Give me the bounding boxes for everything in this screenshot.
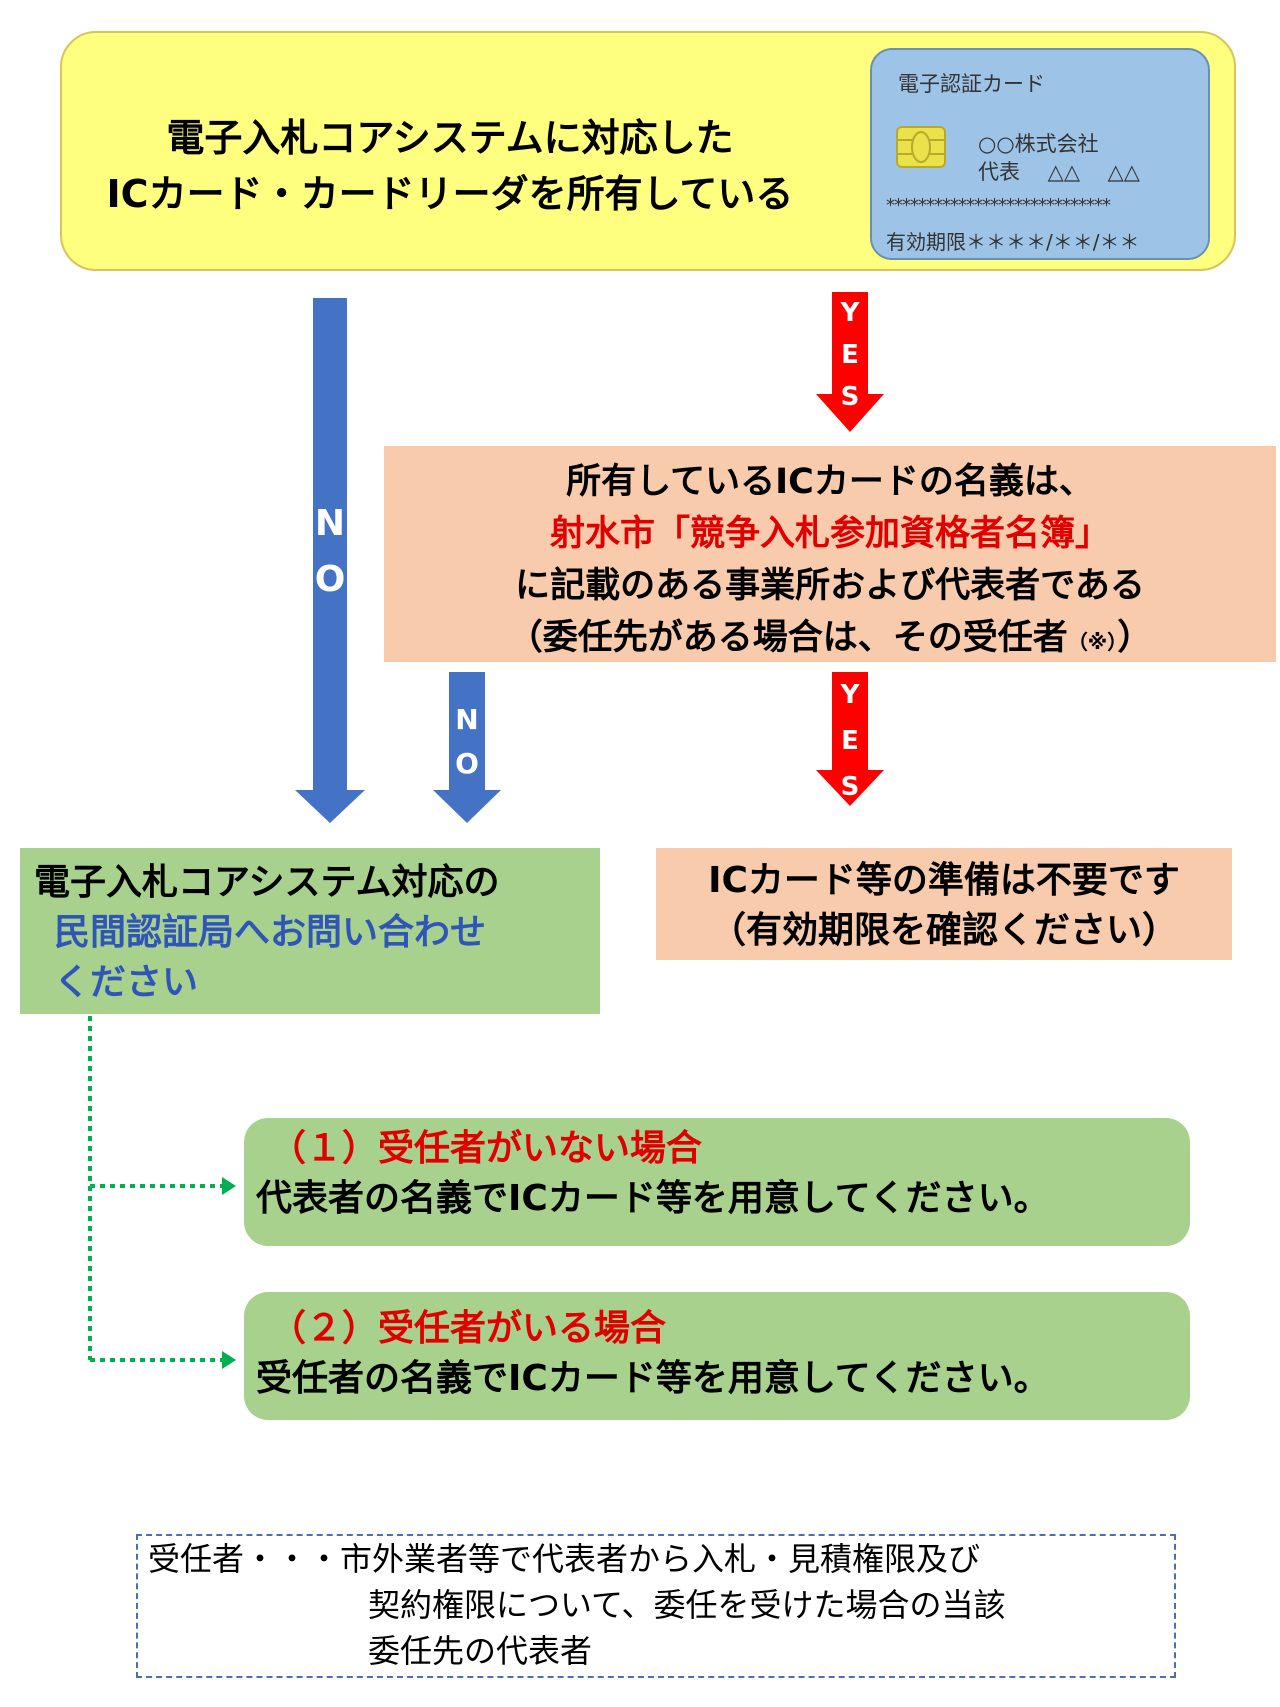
footnote-box (136, 1534, 1176, 1678)
cert-line-1: 電子入札コアシステム対応の (34, 862, 500, 903)
card-chip-icon (896, 126, 946, 168)
yes-arrow-1 (816, 292, 884, 432)
contact-cert-authority-box (20, 848, 600, 1014)
case-1-body: 代表者の名義でICカード等を用意してください。 (256, 1178, 1050, 1219)
question-line-2: ICカード・カードリーダを所有している (106, 172, 794, 216)
dotted-arrowhead-2 (222, 1351, 236, 1369)
case-2-text: （２）受任者がいる場合 受任者の名義でICカード等を用意してください。 (256, 1304, 1190, 1404)
case-2-body: 受任者の名義でICカード等を用意してください。 (256, 1358, 1050, 1399)
cert-line-2: 民間認証局へお問い合わせ (54, 912, 487, 953)
contact-cert-authority-text: 電子入札コアシステム対応の 民間認証局へお問い合わせ ください (20, 858, 600, 1008)
owner-line-2: 射水市「競争入札参加資格者名簿」 (549, 514, 1110, 554)
case-2-title: （２）受任者がいる場合 (270, 1308, 667, 1349)
footnote-line-2: 契約権限について、委任を受けた場合の当該 (368, 1586, 1006, 1624)
card-masked-number: **************************** (886, 195, 1111, 216)
case-1-title: （１）受任者がいない場合 (270, 1128, 703, 1169)
question-card-owner-text: 所有しているICカードの名義は、 射水市「競争入札参加資格者名簿」 に記載のある… (384, 456, 1276, 668)
question-ic-card-ownership-text: 電子入札コアシステムに対応した ICカード・カードリーダを所有している (60, 110, 840, 222)
owner-line-4: （委任先がある場合は、その受任者（※）） (507, 618, 1153, 658)
no-preparation-box (656, 848, 1232, 960)
footnote-line-1: 受任者・・・市外業者等で代表者から入札・見積権限及び (148, 1540, 981, 1578)
card-company: ○○株式会社 (978, 132, 1099, 156)
owner-line-3: に記載のある事業所および代表者である (515, 566, 1145, 606)
dotted-connector (88, 1016, 222, 1362)
case-2-box (244, 1292, 1190, 1420)
ic-card-illustration: 電子認証カード ○○株式会社 代表 △△ △△ ****************… (870, 48, 1210, 260)
ready-line-1: ICカード等の準備は不要です (708, 860, 1180, 901)
owner-note-mark: （※） (1067, 630, 1118, 654)
yes-arrow-2 (816, 672, 884, 806)
no-arrow-main (295, 298, 365, 823)
no-preparation-text: ICカード等の準備は不要です （有効期限を確認ください） (656, 856, 1232, 956)
case-1-box (244, 1118, 1190, 1246)
dotted-arrowhead-1 (222, 1177, 236, 1195)
ready-line-2: （有効期限を確認ください） (709, 910, 1178, 951)
owner-line-1: 所有しているICカードの名義は、 (566, 462, 1094, 502)
footnote-line-3: 委任先の代表者 (368, 1632, 593, 1670)
case-1-text: （１）受任者がいない場合 代表者の名義でICカード等を用意してください。 (256, 1124, 1190, 1224)
cert-line-3: ください (54, 962, 199, 1003)
card-representative: 代表 △△ △△ (978, 160, 1140, 184)
card-title: 電子認証カード (898, 72, 1045, 96)
question-line-1: 電子入札コアシステムに対応した (166, 116, 734, 160)
card-expiry: 有効期限＊＊＊＊/＊＊/＊＊ (886, 230, 1140, 254)
question-card-owner-box (384, 446, 1276, 662)
no-arrow-2 (433, 672, 501, 823)
footnote-text: 受任者・・・市外業者等で代表者から入札・見積権限及び 契約権限について、委任を受… (148, 1536, 1005, 1674)
